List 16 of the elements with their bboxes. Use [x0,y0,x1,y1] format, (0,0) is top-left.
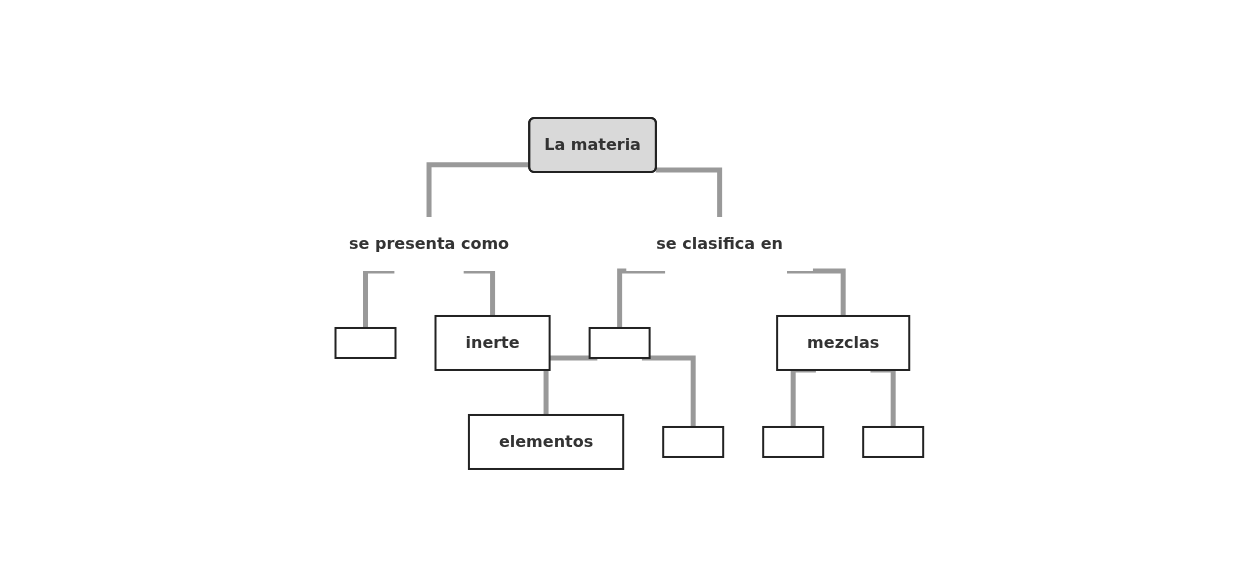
connector [463,268,495,316]
node-box [588,326,651,359]
connector [543,355,598,415]
node-box: inerte [434,314,551,371]
node-box [862,425,925,458]
connector [786,268,846,316]
connector [426,161,530,217]
node-box [762,425,825,458]
node-box [334,326,397,359]
node-box: mezclas [776,314,911,371]
node-box [662,425,725,458]
connector [655,166,723,217]
connector [617,268,665,328]
node-box: elementos [467,413,625,470]
connector [641,355,696,427]
connector [362,268,395,328]
